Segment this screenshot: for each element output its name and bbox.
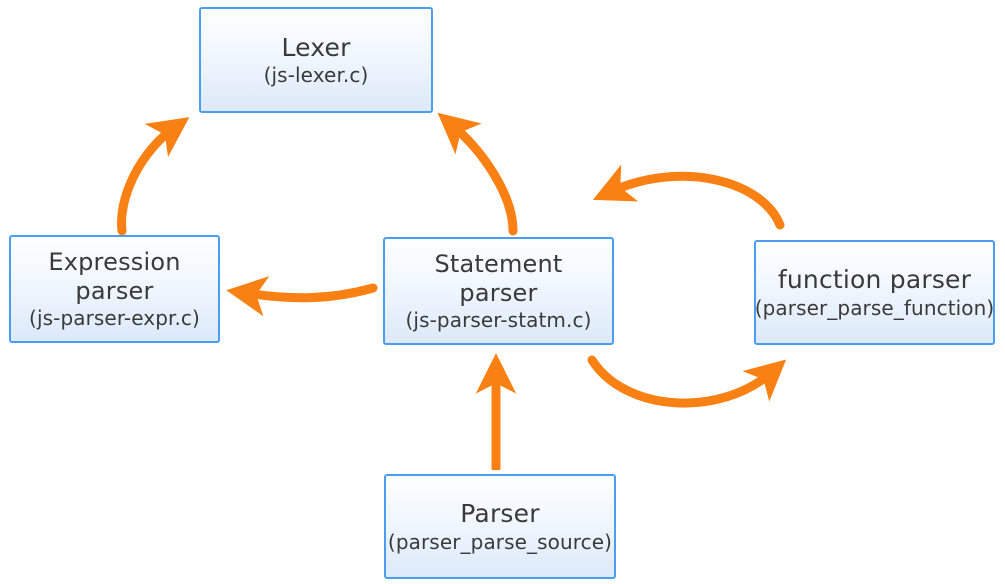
node-expression-parser[interactable]: Expression parser (js-parser-expr.c): [9, 235, 220, 343]
node-function-parser-subtitle: (parser_parse_function): [754, 295, 995, 320]
node-statement-parser-title: Statement parser: [434, 250, 562, 309]
node-lexer[interactable]: Lexer (js-lexer.c): [199, 7, 433, 113]
node-expression-parser-title-line2: parser: [75, 276, 154, 305]
node-expression-parser-title-line1: Expression: [48, 247, 181, 276]
edge-statement-parser-to-lexer: [437, 112, 518, 236]
node-function-parser[interactable]: function parser (parser_parse_function): [754, 240, 995, 345]
edge-expression-parser-to-lexer: [117, 117, 190, 236]
node-statement-parser-title-line1: Statement: [434, 249, 563, 278]
edge-statement-parser-to-function-parser: [587, 355, 787, 408]
edge-function-parser-to-statement-parser: [592, 164, 785, 230]
edge-statement-parser-to-expression-parser: [226, 276, 378, 317]
node-statement-parser-subtitle: (js-parser-statm.c): [405, 308, 592, 333]
node-parser-title: Parser: [460, 499, 540, 529]
node-expression-parser-title: Expression parser: [48, 248, 180, 307]
node-statement-parser-title-line2: parser: [459, 278, 538, 307]
node-lexer-title: Lexer: [281, 32, 351, 62]
node-parser[interactable]: Parser (parser_parse_source): [384, 474, 616, 579]
node-statement-parser[interactable]: Statement parser (js-parser-statm.c): [383, 237, 614, 345]
node-expression-parser-subtitle: (js-parser-expr.c): [29, 306, 200, 331]
node-lexer-subtitle: (js-lexer.c): [263, 63, 369, 88]
node-function-parser-title: function parser: [777, 265, 972, 295]
node-parser-subtitle: (parser_parse_source): [387, 529, 613, 554]
